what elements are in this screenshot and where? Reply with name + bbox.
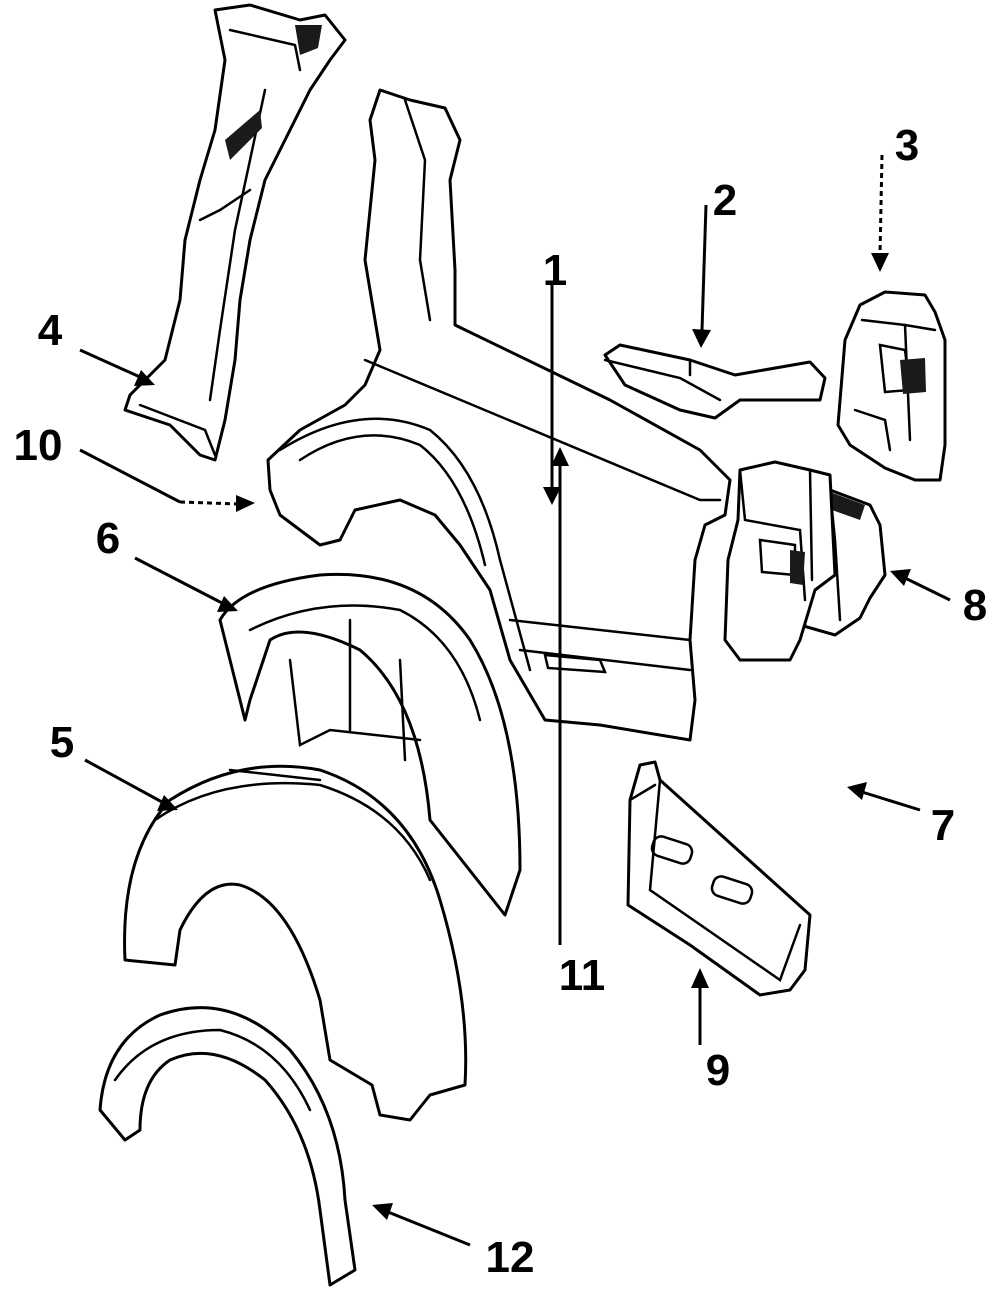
leader-6 bbox=[134, 556, 223, 605]
arrowhead-3 bbox=[871, 253, 889, 272]
part-4-inner-pillar bbox=[123, 3, 347, 462]
part-5-outer-wheelhouse bbox=[123, 764, 468, 1122]
part-12-wheel-molding bbox=[98, 1006, 357, 1287]
callout-8: 8 bbox=[963, 581, 987, 630]
callout-2: 2 bbox=[713, 176, 737, 225]
leader-4 bbox=[79, 348, 141, 379]
part-9-lamp-housing bbox=[626, 760, 812, 997]
leader-2 bbox=[700, 204, 708, 331]
part-6-inner-wheelhouse bbox=[218, 572, 522, 917]
leader-8 bbox=[904, 576, 951, 602]
leader-lines bbox=[79, 154, 951, 1247]
leader-12 bbox=[387, 1210, 471, 1247]
part-2-rear-rail bbox=[603, 343, 827, 420]
arrowhead-1 bbox=[543, 487, 561, 505]
callout-10: 10 bbox=[14, 421, 63, 470]
callout-9: 9 bbox=[706, 1046, 730, 1095]
part-7-small-bracket bbox=[723, 460, 837, 662]
leader-10-dash bbox=[179, 500, 239, 506]
arrowhead-5 bbox=[157, 795, 178, 811]
part-1-quarter-panel bbox=[266, 88, 732, 742]
arrowhead-12 bbox=[372, 1203, 393, 1220]
arrowhead-6 bbox=[217, 596, 238, 612]
callout-12: 12 bbox=[486, 1233, 535, 1282]
callout-labels: 1 2 3 4 5 6 7 8 9 10 11 12 bbox=[14, 121, 988, 1282]
arrowhead-11 bbox=[551, 447, 569, 466]
arrowhead-2 bbox=[692, 329, 711, 348]
leader-7 bbox=[861, 790, 921, 812]
callout-1: 1 bbox=[543, 246, 567, 295]
callout-6: 6 bbox=[96, 514, 120, 563]
callout-5: 5 bbox=[50, 718, 74, 767]
arrowhead-7 bbox=[847, 782, 867, 800]
callout-4: 4 bbox=[38, 306, 63, 355]
leader-3 bbox=[878, 154, 884, 256]
arrowhead-9 bbox=[691, 968, 709, 988]
arrowhead-8 bbox=[890, 569, 911, 586]
part-3-corner-bracket bbox=[836, 290, 947, 482]
callout-7: 7 bbox=[931, 801, 955, 850]
arrowhead-4 bbox=[134, 370, 155, 386]
arrowhead-10 bbox=[236, 495, 255, 512]
leader-5 bbox=[84, 758, 163, 804]
callout-3: 3 bbox=[895, 121, 919, 170]
callout-11: 11 bbox=[559, 951, 606, 1000]
leader-10 bbox=[79, 448, 181, 504]
